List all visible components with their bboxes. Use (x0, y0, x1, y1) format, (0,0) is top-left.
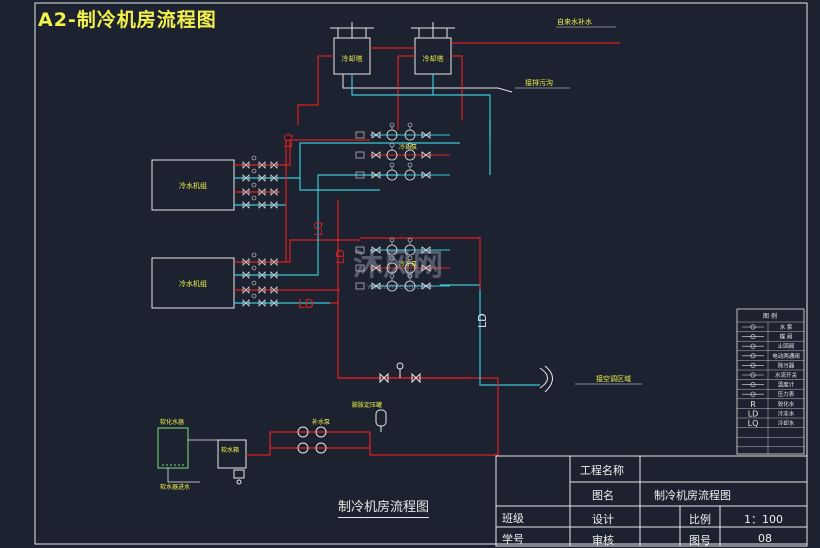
drawing-caption: 制冷机房流程图 (338, 496, 430, 518)
chilled-pump-group (355, 237, 450, 292)
cooling-tower-2: 冷却塔 (411, 22, 455, 75)
tb-drawing-name-label: 图名 (592, 489, 614, 502)
legend-item-label: 水 泵 (780, 323, 793, 331)
expansion-label: 膨胀定压罐 (352, 401, 382, 409)
legend-item-label: 冷冻水 (778, 409, 795, 417)
tb-student-label: 学号 (502, 533, 524, 546)
filter-valve (233, 469, 245, 485)
makeup-pump-label: 补水泵 (312, 418, 330, 426)
pipe-label-lq-mid: LQ (312, 221, 325, 236)
tb-review-label: 审核 (592, 534, 614, 547)
legend-item-label: 除污器 (778, 361, 795, 369)
legend-item-symbol: LQ (748, 419, 759, 428)
tb-scale-label: 比例 (689, 513, 711, 526)
chilled-pump-label: 冷冻泵 (399, 260, 417, 268)
makeup-pumps: 补水泵 (297, 418, 330, 454)
chiller-2: 冷水机组 (151, 257, 235, 309)
tb-project-label: 工程名称 (580, 464, 624, 477)
legend-item-label: 温度计 (778, 381, 795, 389)
tb-drawing-no-value: 08 (758, 532, 772, 545)
expansion-tank: 膨胀定压罐 (352, 401, 387, 432)
legend-item-label: 电动两通阀 (772, 352, 800, 360)
softener-label: 软化水器 (160, 418, 184, 426)
title-block (495, 455, 808, 547)
cooling-pump-label: 冷却泵 (399, 143, 417, 151)
drawing-frame (34, 2, 808, 545)
legend-item-label: 蝶 阀 (780, 333, 793, 341)
cooling-tower-1: 冷却塔 (330, 22, 374, 75)
legend-heading: 图 例 (763, 312, 777, 320)
legend-item-label: 止回阀 (778, 342, 795, 350)
tb-drawing-no-label: 图号 (689, 534, 711, 547)
legend-item-symbol: LD (748, 409, 759, 418)
legend-item-label: 软化水 (778, 400, 795, 408)
watermark-text: 沐风网 (353, 248, 443, 283)
softener: 软化水器 (157, 418, 189, 469)
tb-drawing-name-value: 制冷机房流程图 (654, 489, 731, 502)
drain-note: 接排污沟 (525, 78, 553, 87)
legend-item-label: 水流开关 (775, 371, 798, 379)
bypass-valve (379, 362, 421, 384)
watermark-url: www.mfcad.com (367, 282, 433, 291)
legend-item-symbol: R (750, 400, 756, 409)
legend-item-label: 冷却水 (778, 419, 795, 427)
auto-makeup-note: 自来水补水 (557, 17, 592, 26)
cooling-tower-1-label: 冷却塔 (342, 54, 363, 63)
soft-water-tank: 软水箱 (217, 439, 247, 469)
chiller-1: 冷水机组 (151, 159, 235, 211)
chiller-2-label: 冷水机组 (179, 279, 207, 288)
tb-class-label: 班级 (502, 512, 524, 525)
air-side-note: 接空调区域 (596, 374, 631, 383)
tb-design-label: 设计 (592, 513, 614, 526)
pipe-label-lq-top: LQ (282, 133, 295, 148)
chiller-valve-clusters (242, 155, 278, 307)
cooling-pump-group (355, 122, 450, 181)
tank-label: 软水箱 (221, 446, 239, 454)
drain-line (342, 74, 513, 93)
drawing-title: A2-制冷机房流程图 (38, 9, 217, 31)
pipe-label-ld-right: LD (476, 313, 489, 328)
pipe-label-ld-bottom: LD (298, 297, 314, 311)
softener-in-note: 软水器进水 (160, 483, 190, 491)
pipe-label-ld-mid: LD (334, 249, 347, 264)
tb-scale-value: 1：100 (744, 513, 783, 526)
watermark: 沐风网 www.mfcad.com (353, 248, 443, 291)
cooling-tower-2-label: 冷却塔 (423, 54, 444, 63)
chiller-1-label: 冷水机组 (179, 181, 207, 190)
legend-item-label: 压力表 (778, 390, 795, 398)
